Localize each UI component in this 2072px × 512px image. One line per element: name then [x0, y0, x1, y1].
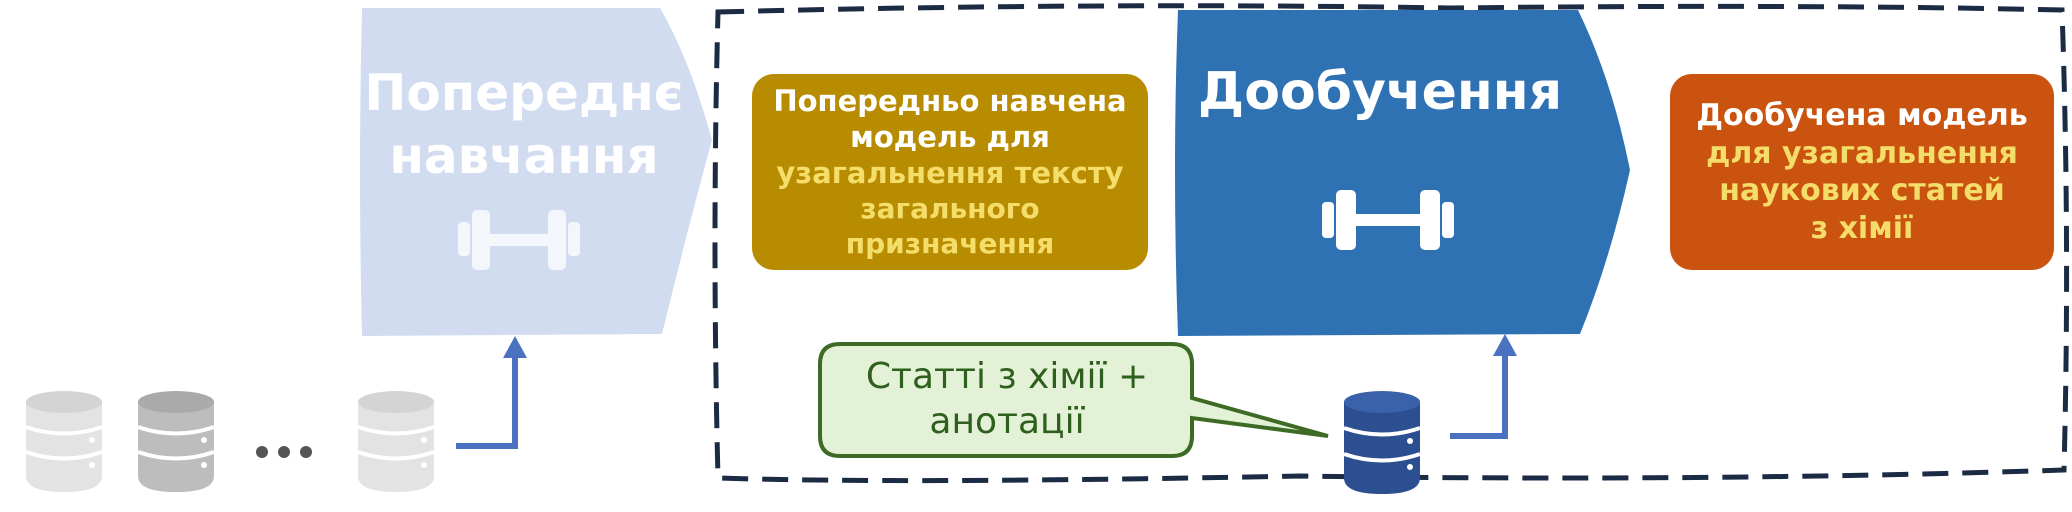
pretraining-data-arrow [456, 356, 518, 449]
pretraining-label-line1: Попереднє [364, 64, 684, 122]
data-speech-bubble [818, 342, 1329, 458]
pretraining-label-line2: навчання [389, 126, 659, 185]
finetuned-model-line1: Дообучена модель [1696, 98, 2028, 133]
finetuned-model-line4: з хімії [1810, 210, 1914, 246]
data-bubble-line2: анотації [929, 401, 1085, 442]
database-icon-blue [1343, 391, 1421, 494]
finetuned-model-box: Дообучена модель для узагальнення науков… [1670, 74, 2054, 270]
finetuned-model-line3: наукових статей [1719, 173, 2005, 208]
ellipsis-icon [256, 446, 312, 458]
database-icon-2 [137, 391, 215, 492]
finetuning-title: Дообучення [1197, 62, 1563, 122]
database-icon-1 [25, 391, 103, 492]
pretrained-model-line1: Попередньо навчена [773, 83, 1127, 118]
pretraining-arrow-shape [360, 8, 712, 336]
data-bubble-line1: Статті з хімії + [865, 356, 1149, 397]
pretrained-model-line2: модель для [850, 119, 1050, 154]
dumbbell-icon-faded [458, 210, 580, 270]
finetuning-arrow-shape [1175, 10, 1630, 336]
database-icon-3 [357, 391, 435, 492]
dumbbell-icon [1322, 190, 1454, 250]
finetuning-data-arrow [1450, 354, 1508, 439]
pretraining-label: Попереднє навчання [364, 62, 684, 187]
data-bubble-label: Статті з хімії + анотації [822, 354, 1192, 444]
finetuned-model-line2: для узагальнення [1706, 135, 2018, 171]
pretrained-model-box: Попередньо навчена модель для узагальнен… [752, 74, 1148, 270]
pretrained-model-line3: узагальнення тексту [776, 156, 1124, 191]
finetuning-stage-frame [712, 3, 2070, 484]
pretrained-model-line4: загального призначення [845, 192, 1055, 261]
